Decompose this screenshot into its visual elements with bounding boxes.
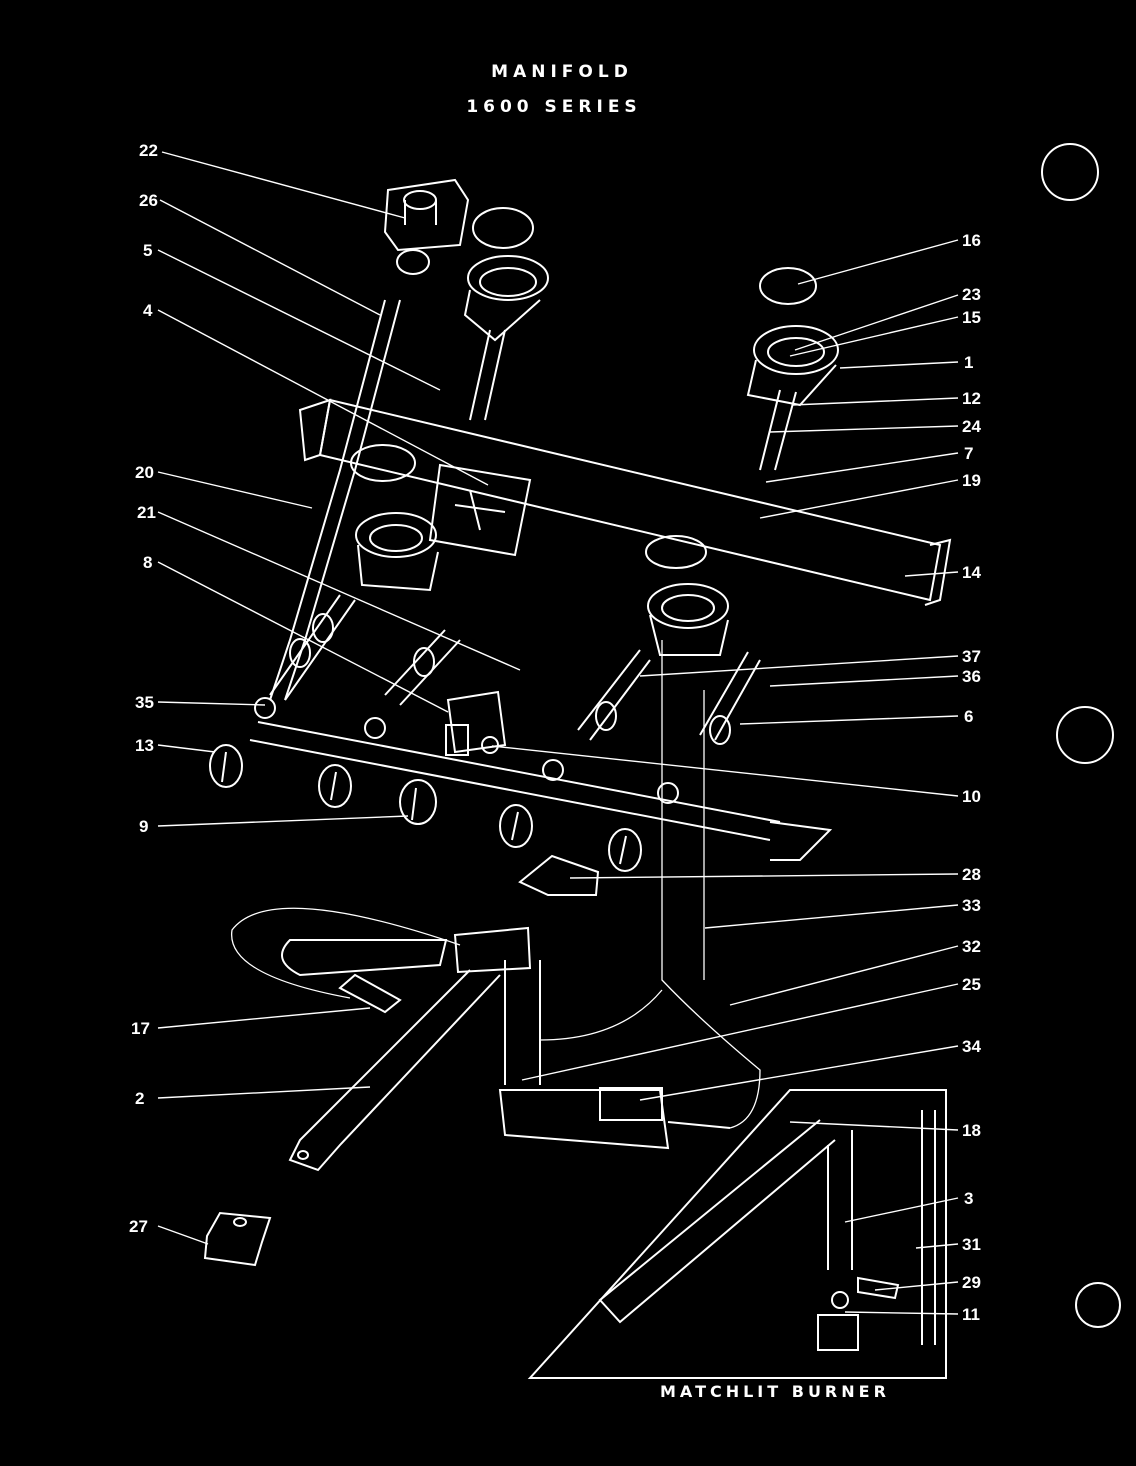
callout-numbers: 22 26 5 4 20 21 8 35 13 9 17 2 27 16 23 …	[129, 141, 981, 1324]
callout-4: 4	[143, 301, 153, 320]
part-14-top-frame	[298, 398, 952, 606]
burner-cap-lower-right	[645, 535, 707, 569]
callout-28: 28	[962, 865, 981, 884]
callout-13: 13	[135, 736, 154, 755]
part-32-tube-loop	[231, 907, 663, 1041]
callout-12: 12	[962, 389, 981, 408]
matchlit-burner-frame	[527, 1089, 947, 1379]
callout-34: 34	[962, 1037, 981, 1056]
callout-36: 36	[962, 667, 981, 686]
part-4-bracket	[428, 463, 532, 557]
callout-21: 21	[137, 503, 156, 522]
callout-10: 10	[962, 787, 981, 806]
callout-16: 16	[962, 231, 981, 250]
callout-14: 14	[962, 563, 981, 582]
valve-stems	[254, 697, 679, 804]
diagram-subtitle: 1600 SERIES	[466, 97, 642, 117]
part-20-rail	[269, 299, 401, 701]
callout-1: 1	[964, 353, 973, 372]
part-16-burner-cap	[759, 267, 817, 305]
callout-6: 6	[964, 707, 973, 726]
callout-11: 11	[962, 1305, 980, 1324]
part-22-flue-box	[383, 178, 470, 275]
diagram-title: MANIFOLD	[491, 62, 633, 82]
callout-25: 25	[962, 975, 981, 994]
callout-29: 29	[962, 1273, 981, 1292]
callout-37: 37	[962, 647, 981, 666]
callout-26: 26	[139, 191, 158, 210]
callout-18: 18	[962, 1121, 981, 1140]
part-34-fitting	[498, 1087, 731, 1150]
callout-17: 17	[131, 1019, 150, 1038]
callout-5: 5	[143, 241, 152, 260]
binder-holes	[1041, 143, 1121, 1328]
manifold-pipe	[249, 721, 833, 861]
part-27-bracket	[203, 1211, 272, 1267]
burner-head-upper-left	[463, 255, 549, 342]
parts-artwork	[203, 143, 1121, 1379]
part-28-bracket	[518, 854, 600, 896]
control-knobs	[209, 744, 642, 872]
leader-lines	[157, 151, 959, 1315]
venturi-tubes	[269, 329, 797, 745]
burner-cap-upper-left	[472, 207, 534, 249]
callout-20: 20	[135, 463, 154, 482]
callout-15: 15	[962, 308, 981, 327]
callout-24: 24	[962, 417, 981, 436]
callout-35: 35	[135, 693, 154, 712]
callout-32: 32	[962, 937, 981, 956]
callout-9: 9	[139, 817, 148, 836]
part-8-valve-body	[445, 690, 507, 756]
callout-7: 7	[964, 444, 973, 463]
burner-head-lower-left	[355, 512, 439, 592]
part-33-pilot-tube	[661, 640, 761, 1129]
part-1-burner-head	[746, 325, 839, 407]
part-2-oven-burner	[281, 926, 541, 1172]
callout-22: 22	[139, 141, 158, 160]
callout-8: 8	[143, 553, 152, 572]
burner-head-lower-right	[647, 583, 729, 656]
callout-2: 2	[135, 1089, 144, 1108]
callout-31: 31	[962, 1235, 981, 1254]
callout-33: 33	[962, 896, 981, 915]
callout-19: 19	[962, 471, 981, 490]
part-17-pilot-bracket	[338, 973, 402, 1014]
callout-3: 3	[964, 1189, 973, 1208]
callout-27: 27	[129, 1217, 148, 1236]
matchlit-burner-label: MATCHLIT BURNER	[660, 1382, 890, 1401]
callout-23: 23	[962, 285, 981, 304]
